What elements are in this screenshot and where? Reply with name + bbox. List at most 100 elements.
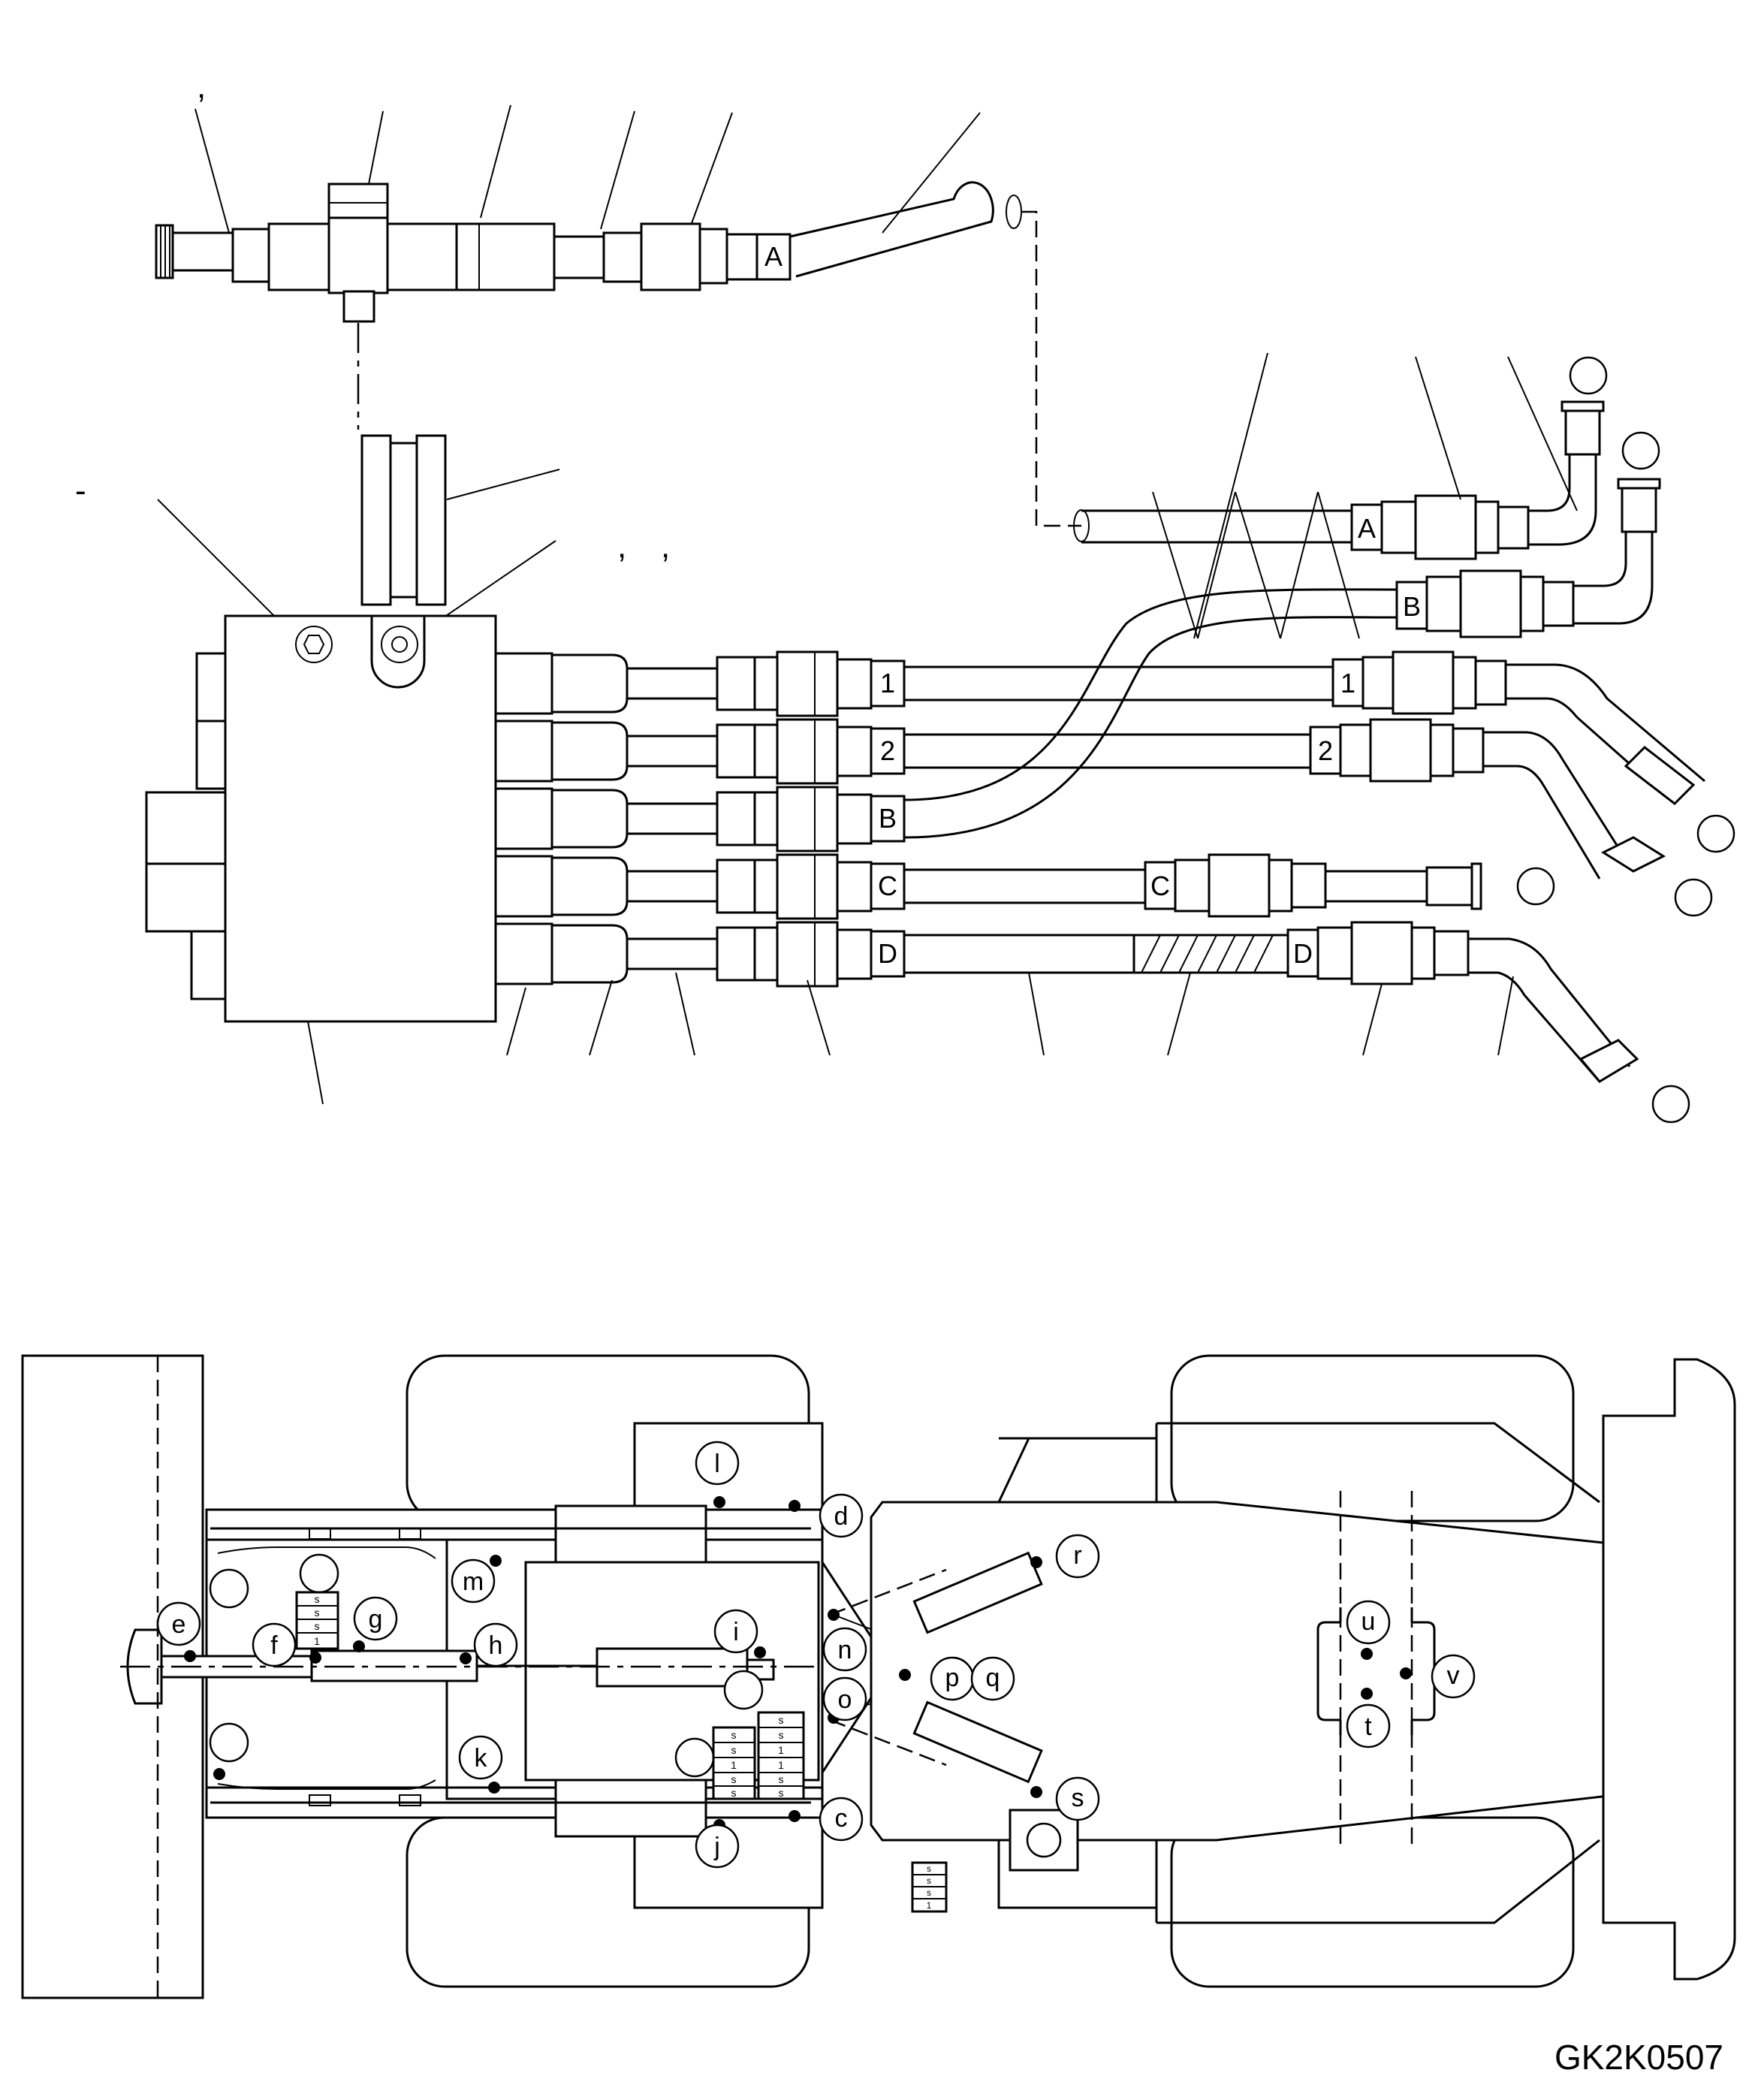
decal-stack-left: s s s 1 xyxy=(295,1591,339,1650)
rubber-mount xyxy=(360,434,447,606)
callout-bubble-hose2-end xyxy=(1674,878,1713,917)
decal-center-s2: s xyxy=(731,1744,737,1756)
callout-d-label: d xyxy=(834,1502,849,1531)
callout-u-label: u xyxy=(1361,1607,1376,1636)
callout-j-label: j xyxy=(713,1833,720,1861)
figure-code: GK2K0507 xyxy=(1554,2038,1723,2077)
decal-center-1a: 1 xyxy=(731,1759,737,1771)
hose-tag-box-A-right xyxy=(1350,503,1383,551)
hose-rows: 1 1 2 2 xyxy=(494,588,1735,1124)
decal-rear-s2: s xyxy=(927,1875,931,1886)
hose-tag-C-right: C xyxy=(1150,870,1170,901)
callout-k-label: k xyxy=(475,1744,488,1773)
callout-bubble-B-end xyxy=(1621,431,1660,470)
mark-dash-left: - xyxy=(75,472,86,509)
decal-center-s5: s xyxy=(779,1714,784,1726)
callout-k xyxy=(458,1735,503,1780)
callout-t xyxy=(1346,1703,1391,1748)
plan-callouts: l d m e f g h i n o p q r xyxy=(156,1441,1476,1869)
callout-h-label: h xyxy=(489,1631,503,1660)
hose-tag-D-right: D xyxy=(1293,938,1313,969)
hose-tag-B-left: B xyxy=(879,803,897,834)
callout-l-label: l xyxy=(714,1450,720,1478)
hose-tag-1-left: 1 xyxy=(880,668,895,698)
callout-f xyxy=(252,1622,297,1667)
hose-tag-B-right: B xyxy=(1403,591,1421,622)
callout-bubble-hose1-end xyxy=(1696,814,1735,853)
callout-e xyxy=(156,1601,201,1646)
callout-f-label: f xyxy=(270,1631,278,1660)
callout-o xyxy=(822,1676,867,1721)
callout-g-label: g xyxy=(369,1605,383,1634)
callout-e-label: e xyxy=(172,1610,186,1639)
hose-tag-2-left: 2 xyxy=(880,735,895,766)
callout-i-label: i xyxy=(733,1618,739,1646)
callout-c xyxy=(819,1797,864,1842)
decal-left-1: 1 xyxy=(314,1635,320,1647)
hose-tag-2-right: 2 xyxy=(1318,735,1333,766)
callout-p-label: p xyxy=(945,1664,960,1692)
control-valve-block xyxy=(145,614,497,1023)
hose-tag-box-B-right xyxy=(1395,581,1428,630)
hose-tag-box-1-right xyxy=(1331,658,1364,708)
decal-left-s2: s xyxy=(315,1607,320,1619)
mark-comma-mid-2: , xyxy=(661,528,670,565)
callout-q-label: q xyxy=(986,1664,1000,1692)
hose-tag-D-left: D xyxy=(878,938,897,969)
valve-hose-assembly: , - , , xyxy=(75,68,1735,1124)
decal-stack-rear: s s s 1 xyxy=(911,1861,948,1913)
hose-tag-box-B-left xyxy=(870,795,906,843)
callout-c-label: c xyxy=(835,1804,848,1833)
callout-t-label: t xyxy=(1364,1712,1372,1741)
callout-bubble-hoseC-end xyxy=(1516,867,1555,906)
callout-m xyxy=(451,1558,496,1604)
right-fitting-assemblies: A B xyxy=(1073,352,1661,639)
callout-s xyxy=(1055,1776,1100,1821)
callout-l xyxy=(695,1441,740,1486)
decal-center-s3: s xyxy=(731,1773,737,1785)
machine-plan-view: s s s 1 s s 1 s s s s 1 1 s s xyxy=(21,1354,1736,1999)
callout-u xyxy=(1346,1600,1391,1645)
decal-stack-center: s s 1 s s s s 1 1 s s xyxy=(712,1711,805,1800)
hose-tag-A-top: A xyxy=(764,241,783,272)
hose-tag-box-D-right xyxy=(1286,928,1319,978)
decal-center-1b: 1 xyxy=(778,1744,784,1756)
inline-fitting-row: A xyxy=(155,181,1022,323)
callout-bubble-A-end xyxy=(1569,356,1608,395)
hose-tag-box-A-top xyxy=(755,233,792,281)
decal-center-s6: s xyxy=(779,1729,784,1741)
callout-n xyxy=(822,1627,867,1672)
decal-center-s7: s xyxy=(779,1773,784,1785)
callout-s-label: s xyxy=(1072,1784,1084,1812)
callout-bubble-hoseD-end xyxy=(1651,1085,1690,1124)
hose-tag-box-D-left xyxy=(870,930,906,978)
callout-v-label: v xyxy=(1447,1661,1460,1690)
decal-center-s8: s xyxy=(779,1787,784,1799)
hose-tag-box-1-left xyxy=(870,659,906,708)
hose-tag-A-right: A xyxy=(1358,513,1376,544)
hose-tag-box-C-right xyxy=(1144,861,1177,910)
hose-tag-1-right: 1 xyxy=(1340,668,1355,698)
callout-d xyxy=(819,1493,864,1538)
callout-i xyxy=(713,1609,758,1654)
decal-center-s1: s xyxy=(731,1729,737,1741)
decal-rear-1: 1 xyxy=(927,1900,932,1911)
hose-tag-box-2-left xyxy=(870,727,906,775)
callout-g xyxy=(353,1596,398,1641)
hose-tag-box-C-left xyxy=(870,862,906,910)
callout-n-label: n xyxy=(838,1636,852,1664)
decal-center-1c: 1 xyxy=(778,1759,784,1771)
decal-left-s1: s xyxy=(315,1593,320,1605)
decal-rear-s1: s xyxy=(927,1863,931,1874)
decal-rear-s3: s xyxy=(927,1887,931,1898)
hose-tag-C-left: C xyxy=(878,870,897,901)
callout-q xyxy=(970,1656,1015,1701)
decal-left-s3: s xyxy=(315,1620,320,1632)
callout-r-label: r xyxy=(1073,1541,1081,1570)
callout-r xyxy=(1055,1534,1100,1579)
callout-o-label: o xyxy=(838,1685,852,1714)
mark-comma-mid-1: , xyxy=(617,528,626,565)
callout-m-label: m xyxy=(463,1567,484,1596)
decal-center-s4: s xyxy=(731,1787,737,1799)
